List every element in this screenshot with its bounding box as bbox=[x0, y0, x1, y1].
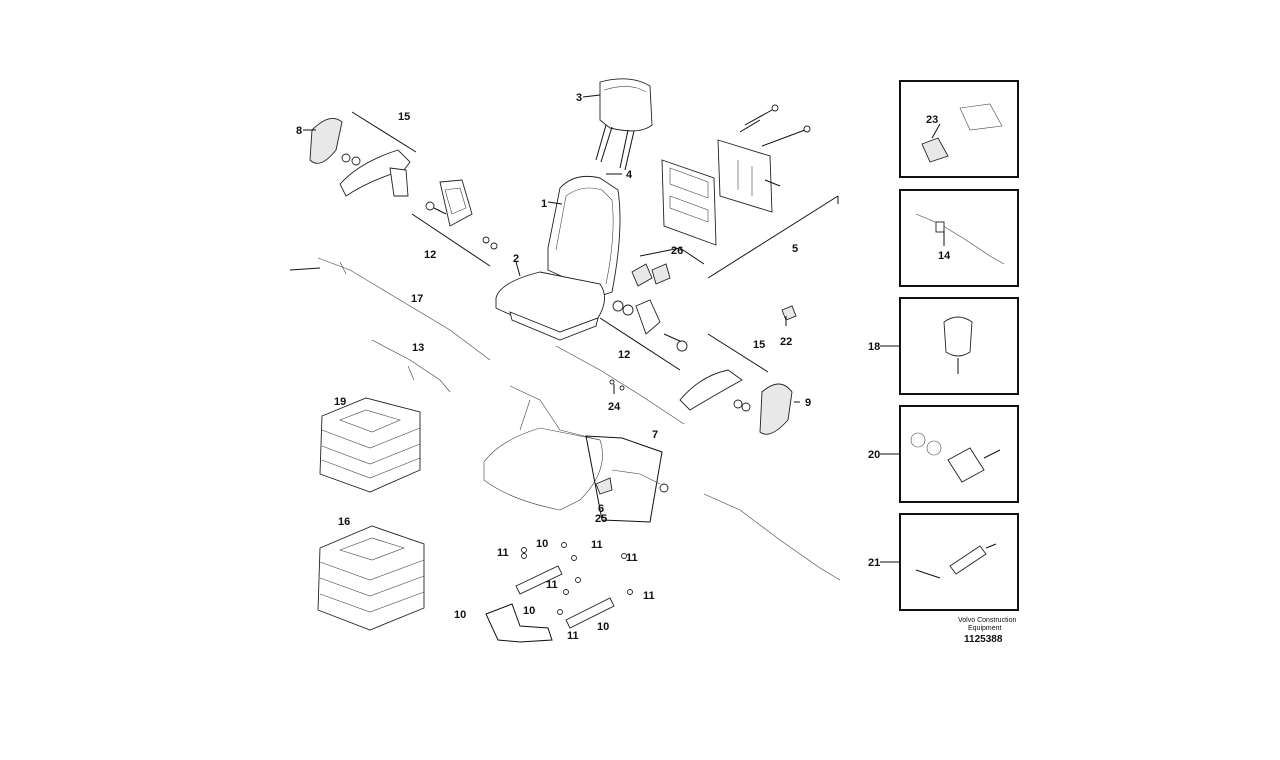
callout-5: 5 bbox=[792, 243, 798, 255]
callout-11f: 11 bbox=[567, 630, 579, 642]
callout-11e: 11 bbox=[643, 590, 655, 602]
callout-11c: 11 bbox=[626, 552, 638, 564]
callout-16: 16 bbox=[338, 516, 350, 528]
seatbelt-left-part bbox=[425, 179, 498, 250]
cable-side-part bbox=[703, 493, 841, 581]
armrest-left-part bbox=[309, 117, 411, 197]
callout-21: 21 bbox=[868, 557, 880, 569]
callout-8: 8 bbox=[296, 125, 302, 137]
callout-12b: 12 bbox=[618, 349, 630, 361]
headrest-part bbox=[595, 78, 653, 171]
credit-line-2: Equipment bbox=[968, 625, 1002, 632]
knob-part bbox=[781, 305, 797, 321]
seatbelt-covers-part bbox=[631, 263, 671, 287]
callout-2: 2 bbox=[513, 253, 519, 265]
callout-10a: 10 bbox=[536, 538, 548, 550]
callout-22: 22 bbox=[780, 336, 792, 348]
inset-frame-18 bbox=[899, 297, 1019, 395]
callout-15a: 15 bbox=[398, 111, 410, 123]
callout-20: 20 bbox=[868, 449, 880, 461]
callout-11d: 11 bbox=[546, 579, 558, 591]
document-number: 1125388 bbox=[964, 634, 1003, 645]
inset-frame-21 bbox=[899, 513, 1019, 611]
inset-frame-14 bbox=[899, 189, 1019, 287]
suspension-frame-part bbox=[317, 525, 425, 631]
callout-3: 3 bbox=[576, 92, 582, 104]
seat-cushion-part bbox=[495, 271, 605, 341]
callout-10d: 10 bbox=[597, 621, 609, 633]
seatbelt-right-part bbox=[612, 299, 688, 352]
callout-11a: 11 bbox=[497, 547, 509, 559]
callout-12a: 12 bbox=[424, 249, 436, 261]
callout-6: 6 bbox=[598, 503, 604, 515]
callout-25: 25 bbox=[595, 513, 607, 525]
callout-18: 18 bbox=[868, 341, 880, 353]
callout-10c: 10 bbox=[454, 609, 466, 621]
callout-7: 7 bbox=[652, 429, 658, 441]
inset-frame-20 bbox=[899, 405, 1019, 503]
cable-13-part bbox=[371, 339, 451, 393]
inset-frame-23 bbox=[899, 80, 1019, 178]
callout-24: 24 bbox=[608, 401, 621, 413]
slide-rails-part bbox=[485, 542, 633, 643]
cable-17-part bbox=[289, 257, 491, 361]
callout-14: 14 bbox=[938, 250, 951, 262]
callout-11b: 11 bbox=[591, 539, 603, 551]
rear-cover-part bbox=[661, 104, 811, 246]
callout-17: 17 bbox=[411, 293, 423, 305]
callout-10b: 10 bbox=[523, 605, 535, 617]
leader-lines bbox=[303, 94, 945, 563]
callout-26: 26 bbox=[671, 245, 683, 257]
callout-19: 19 bbox=[334, 396, 346, 408]
callout-labels: 1 2 3 4 5 6 7 8 9 10 10 10 10 11 11 11 1… bbox=[296, 92, 951, 642]
seat-frame-part bbox=[483, 385, 603, 511]
callout-4: 4 bbox=[626, 169, 633, 181]
callout-13: 13 bbox=[412, 342, 424, 354]
lever-assembly-part bbox=[585, 435, 669, 523]
callout-9: 9 bbox=[805, 397, 811, 409]
callout-23: 23 bbox=[926, 114, 938, 126]
armrest-right-part bbox=[679, 369, 793, 435]
suspension-base-part bbox=[319, 397, 421, 493]
cable-24-part bbox=[555, 345, 685, 425]
callout-1: 1 bbox=[541, 198, 547, 210]
credit-line-1: Volvo Construction bbox=[958, 617, 1016, 624]
callout-15b: 15 bbox=[753, 339, 765, 351]
